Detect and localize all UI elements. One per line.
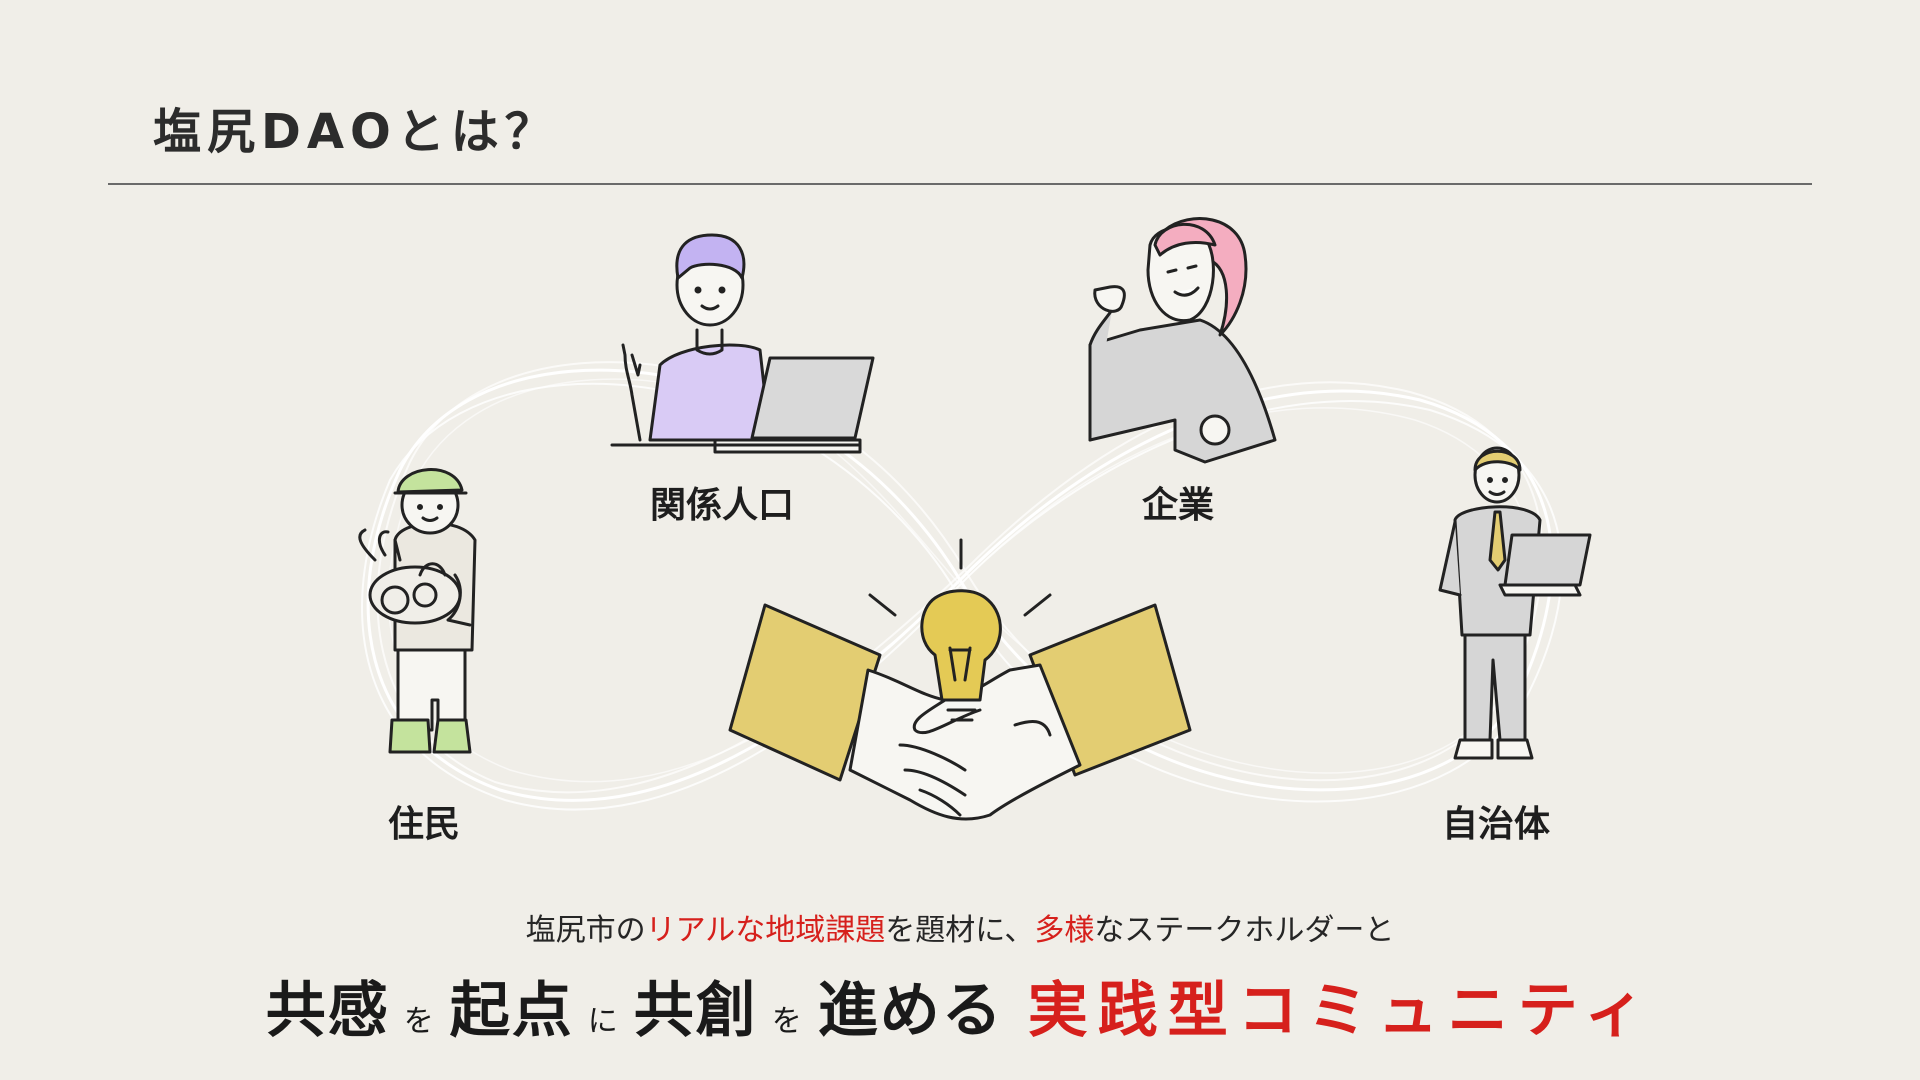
- related-population-figure: [612, 235, 873, 452]
- subtitle-highlight-1: リアルな地域課題: [646, 913, 886, 948]
- company-figure: [1090, 219, 1275, 462]
- tagline-word-starting-point: 起点: [450, 976, 574, 1046]
- tagline-word-advance: 進める: [818, 976, 1004, 1046]
- subtitle-part-3: なステークホルダーと: [1094, 913, 1394, 948]
- subtitle-part-2: を題材に、: [885, 913, 1034, 948]
- label-company: 企業: [1142, 476, 1214, 528]
- tagline-word-co-creation: 共創: [634, 976, 758, 1046]
- tagline: 共感を起点に共創を進める実践型コミュニティ: [0, 962, 1920, 1049]
- tagline-highlight-community: 実践型コミュニティ: [1028, 976, 1654, 1046]
- tagline-particle-1: を: [404, 1004, 436, 1039]
- label-resident: 住民: [388, 795, 460, 847]
- label-municipality: 自治体: [1442, 795, 1550, 847]
- tagline-particle-3: を: [772, 1004, 804, 1039]
- subtitle: 塩尻市のリアルな地域課題を題材に、多様なステークホルダーと: [0, 905, 1920, 949]
- label-related-population: 関係人口: [650, 476, 794, 528]
- tagline-word-empathy: 共感: [266, 976, 390, 1046]
- subtitle-part-1: 塩尻市の: [526, 913, 646, 948]
- municipality-figure: [1440, 448, 1590, 758]
- subtitle-highlight-2: 多様: [1034, 913, 1094, 948]
- tagline-particle-2: に: [588, 1004, 620, 1039]
